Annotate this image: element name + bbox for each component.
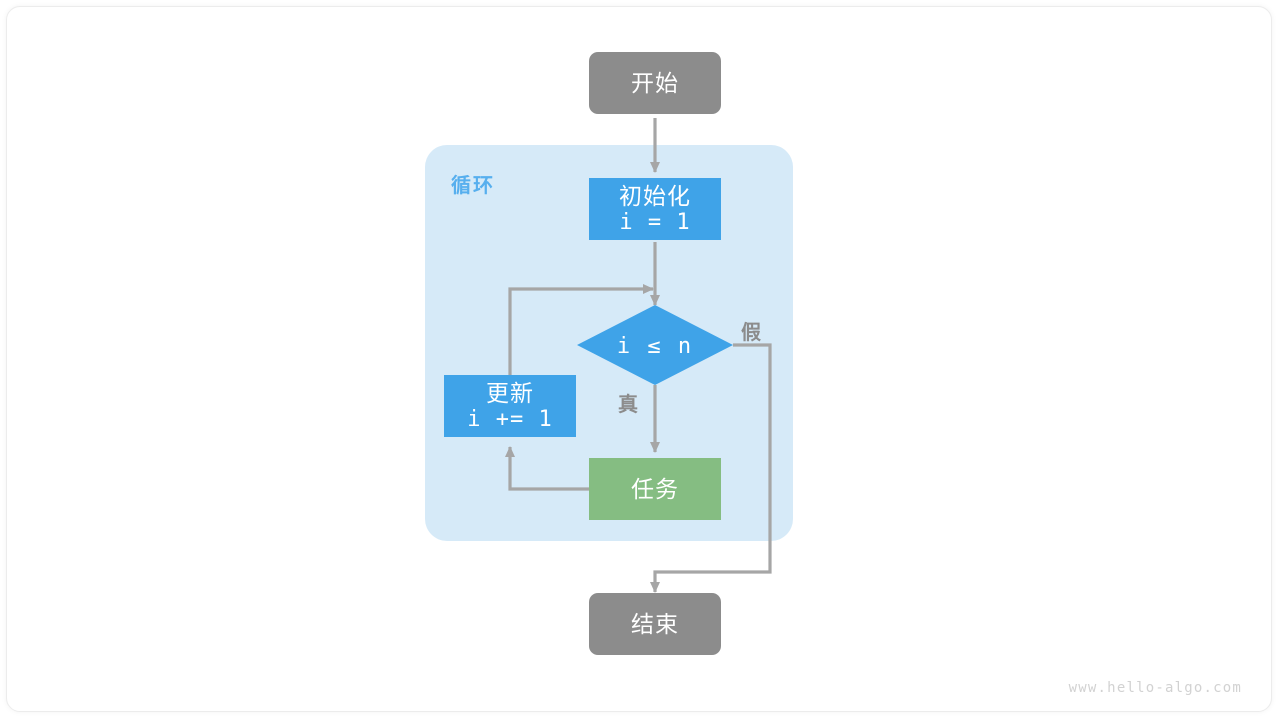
node-update[interactable]: 更新 i += 1 [444, 375, 576, 437]
node-end[interactable]: 结束 [589, 593, 721, 655]
node-task-label: 任务 [631, 475, 679, 502]
node-condition-label: i ≤ n [616, 334, 694, 359]
condition-diamond [577, 305, 733, 385]
node-init[interactable]: 初始化 i = 1 [589, 178, 721, 240]
watermark: www.hello-algo.com [1068, 680, 1242, 696]
edge-condition-to-end [650, 343, 772, 593]
node-end-label: 结束 [631, 610, 679, 637]
node-update-label-line1: 更新 [486, 379, 534, 406]
node-init-label-line2: i = 1 [619, 209, 691, 235]
loop-container-label: 循环 [451, 175, 495, 197]
edge-label-false: 假 [741, 322, 762, 344]
edge-label-true: 真 [618, 394, 639, 416]
node-task[interactable]: 任务 [589, 458, 721, 520]
node-update-label-line2: i += 1 [467, 406, 553, 432]
edge-update-to-condition [508, 284, 654, 377]
node-init-label-line1: 初始化 [619, 182, 691, 209]
edge-task-to-update [505, 446, 589, 491]
node-start-label: 开始 [631, 69, 679, 96]
node-start[interactable]: 开始 [589, 52, 721, 114]
